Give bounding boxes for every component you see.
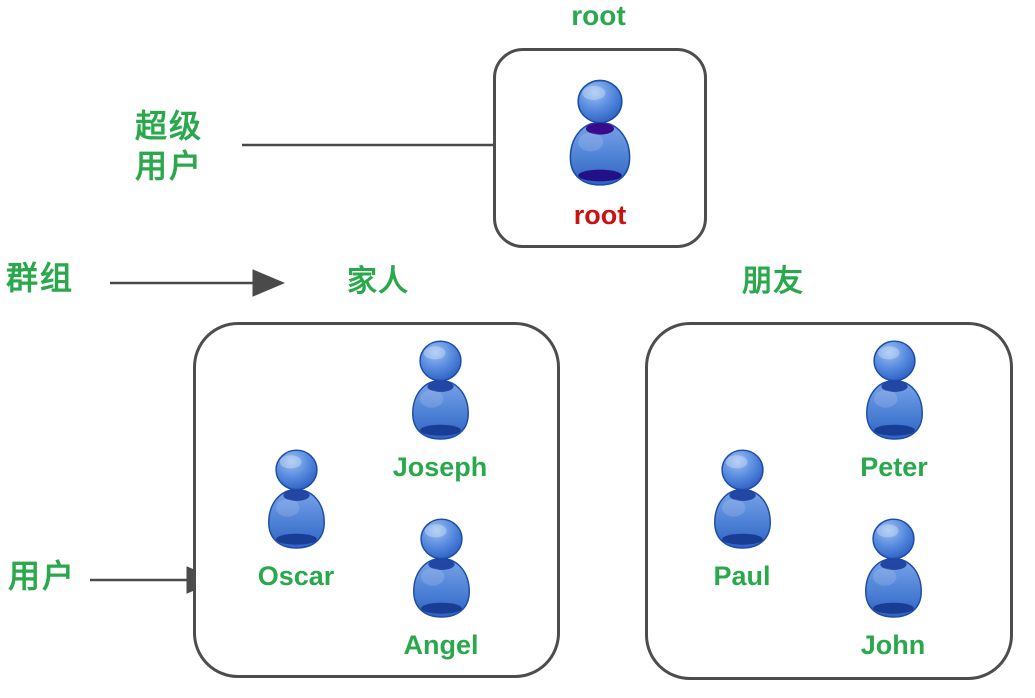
person-icon xyxy=(865,340,923,440)
user-name-label: Angel xyxy=(403,630,479,660)
group-box-friends xyxy=(645,322,1013,680)
group-title-family: 家人 xyxy=(347,265,409,298)
user-joseph: Joseph xyxy=(375,336,505,483)
user-name-label: Paul xyxy=(713,561,771,591)
user-oscar: Oscar xyxy=(231,445,361,592)
superuser-label: 超级 用户 xyxy=(135,106,203,186)
user-name-label: Peter xyxy=(860,452,928,482)
person-icon xyxy=(864,518,922,618)
user-paul: Paul xyxy=(677,445,807,592)
root-username: root xyxy=(573,200,627,230)
person-icon xyxy=(412,518,470,618)
person-icon xyxy=(411,340,469,440)
root-title: root xyxy=(571,0,626,31)
user-peter: Peter xyxy=(829,336,959,483)
user-annotation-label: 用户 xyxy=(8,558,77,594)
root-box: root xyxy=(493,48,707,248)
group-box-family xyxy=(193,322,560,678)
user-name-label: Oscar xyxy=(257,561,335,591)
user-name-label: John xyxy=(860,630,926,660)
superuser-label-line2: 用户 xyxy=(135,148,204,184)
user-angel: Angel xyxy=(376,514,506,661)
person-icon xyxy=(267,449,325,549)
person-icon xyxy=(569,79,631,186)
group-title-friends: 朋友 xyxy=(742,265,804,298)
user-name-label: Joseph xyxy=(392,452,488,482)
person-icon xyxy=(713,449,771,549)
group-annotation-label: 群组 xyxy=(6,260,75,296)
user-john: John xyxy=(828,514,958,661)
superuser-label-line1: 超级 xyxy=(135,108,204,144)
